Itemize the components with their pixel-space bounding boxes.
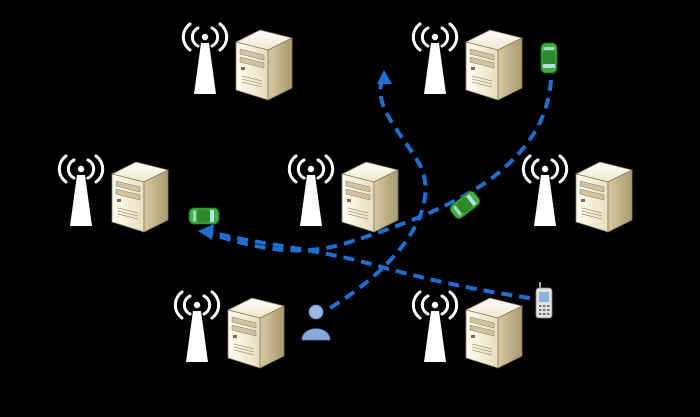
base-station-icon [411, 290, 524, 370]
arrow-head-left [198, 224, 214, 240]
phone-route-path [217, 232, 531, 300]
base-station-icon [173, 290, 286, 370]
base-station-icon [411, 22, 524, 102]
base-station-icon [57, 154, 170, 234]
mobile-phone-icon [535, 282, 553, 319]
base-station-icon [287, 154, 400, 234]
arrow-head-top [377, 70, 392, 84]
car-icon [540, 42, 558, 74]
car-icon [188, 207, 220, 225]
base-station-icon [521, 154, 634, 234]
base-station-icon [181, 22, 294, 102]
user-icon [301, 304, 331, 341]
user-route-path [328, 74, 428, 310]
car-route-path [204, 79, 553, 253]
